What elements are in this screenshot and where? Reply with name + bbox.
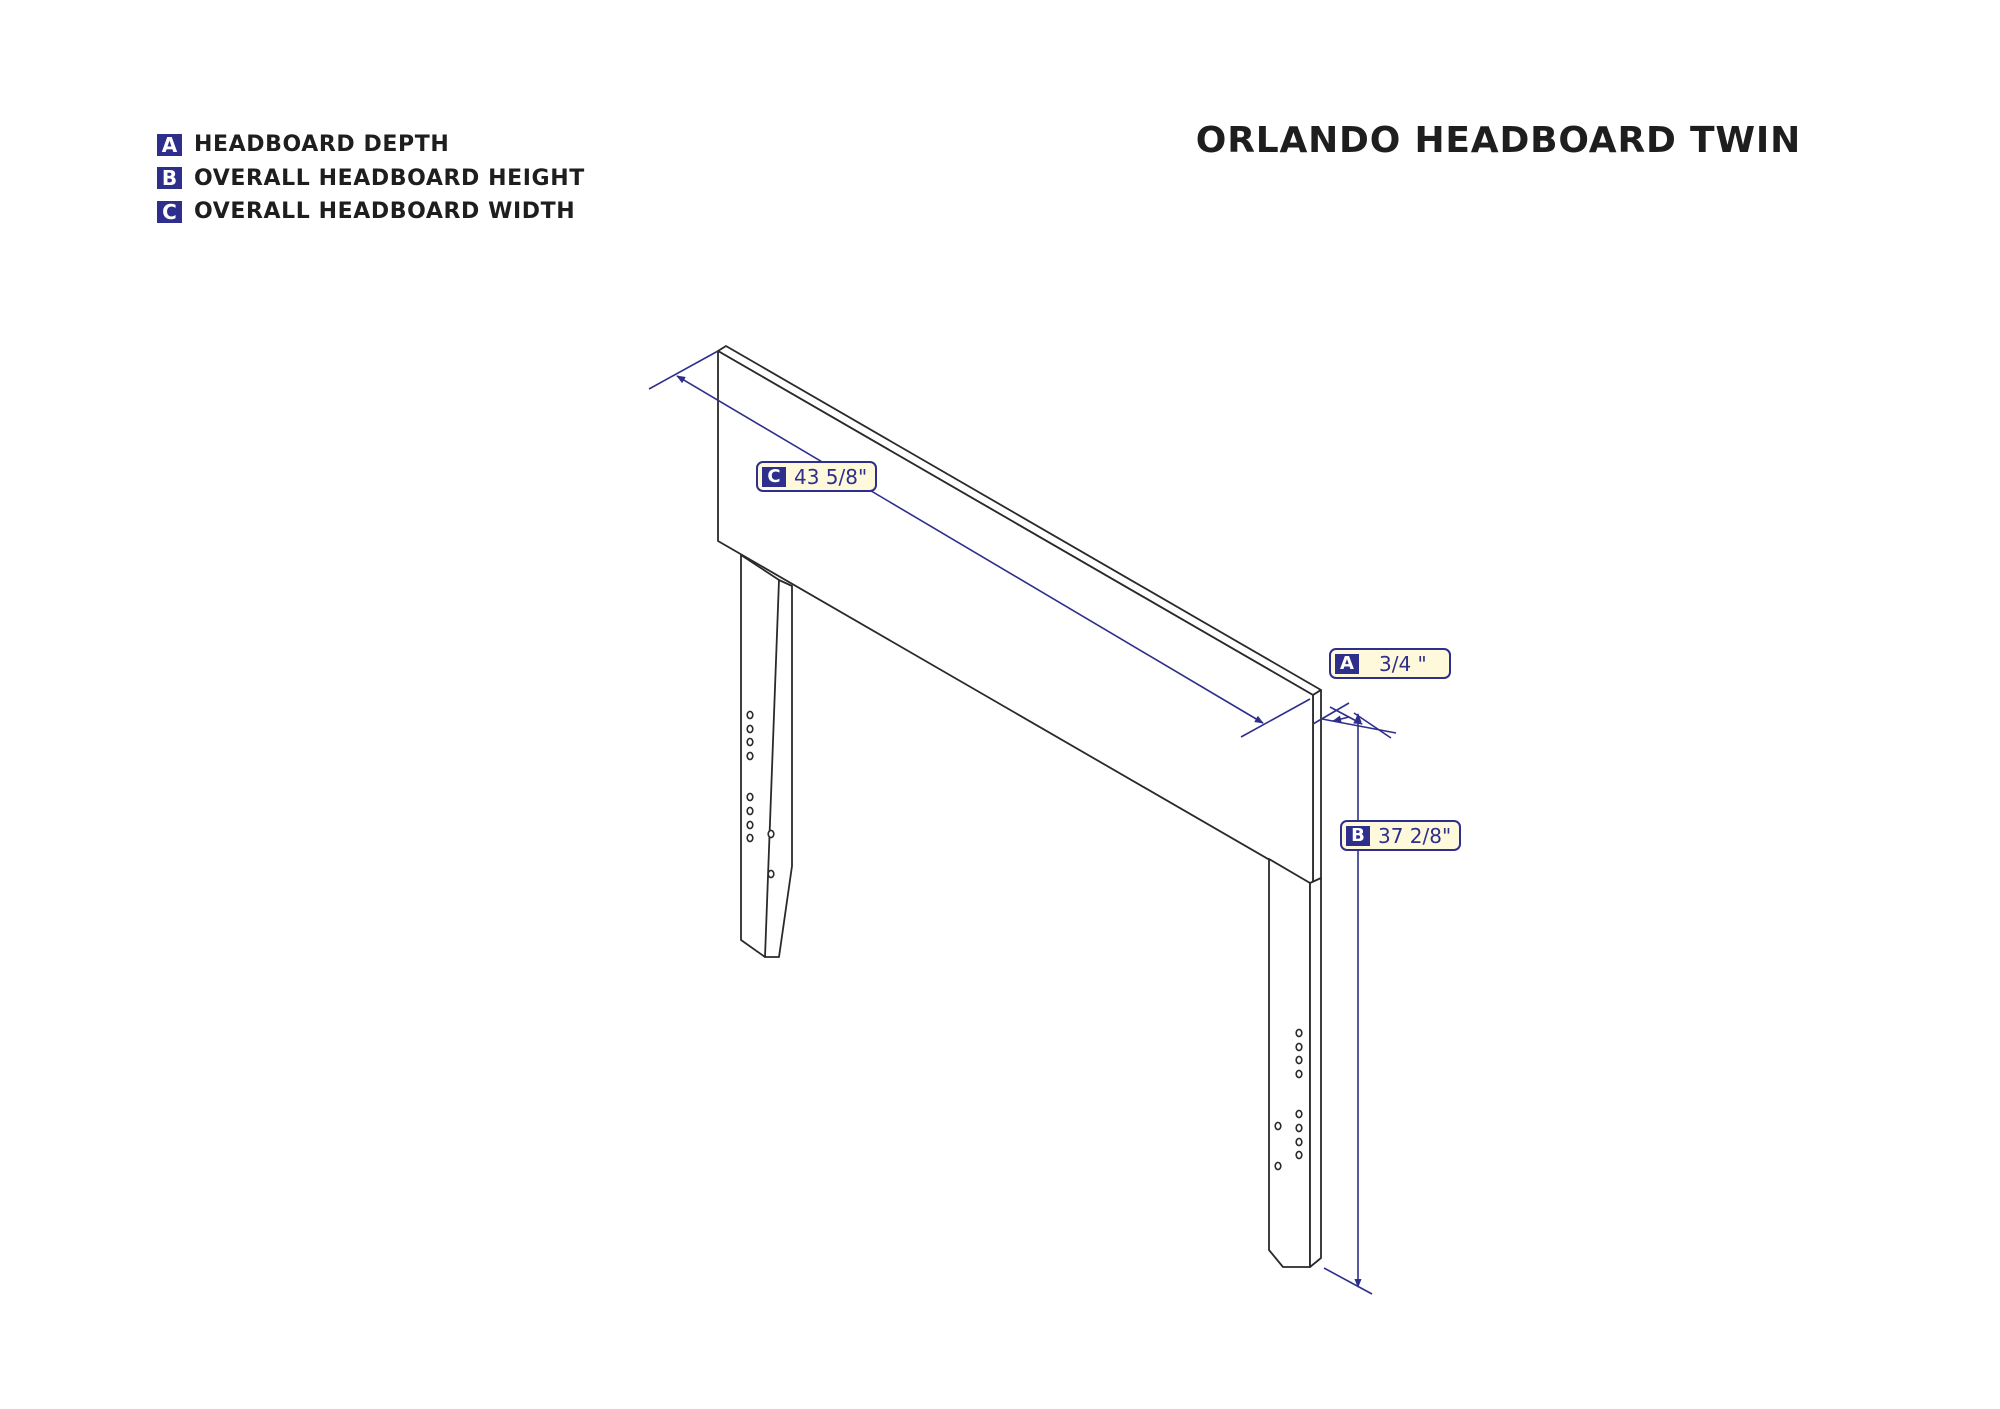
dimension-legend: A HEADBOARD DEPTH B OVERALL HEADBOARD HE… xyxy=(157,128,585,229)
extension-line xyxy=(1312,702,1350,725)
peg-hole xyxy=(1274,1121,1282,1131)
width-value: 43 5/8" xyxy=(794,464,868,489)
extension-line xyxy=(1323,1267,1373,1295)
peg-hole xyxy=(1295,1137,1303,1147)
legend-label: OVERALL HEADBOARD HEIGHT xyxy=(194,165,585,191)
legend-item-depth: A HEADBOARD DEPTH xyxy=(157,128,585,162)
peg-hole xyxy=(1295,1150,1303,1160)
height-callout: B 37 2/8" xyxy=(1340,820,1462,851)
peg-hole xyxy=(746,833,754,843)
extension-line xyxy=(1240,698,1311,738)
peg-hole xyxy=(1295,1109,1303,1119)
right-leg-holes xyxy=(1274,1028,1303,1171)
right-leg-front xyxy=(1268,858,1311,1268)
peg-hole xyxy=(767,869,775,879)
legend-item-height: B OVERALL HEADBOARD HEIGHT xyxy=(157,162,585,196)
legend-item-width: C OVERALL HEADBOARD WIDTH xyxy=(157,195,585,229)
depth-value: 3/4 " xyxy=(1379,651,1427,676)
left-leg-holes xyxy=(746,710,775,879)
headboard-panel-front xyxy=(717,350,1314,886)
diagram-title: ORLANDO HEADBOARD TWIN xyxy=(1195,120,1801,161)
dimension-line xyxy=(676,375,1264,724)
peg-hole xyxy=(746,806,754,816)
legend-letter-badge: C xyxy=(157,200,182,223)
callout-letter-badge: A xyxy=(1335,653,1359,674)
peg-hole xyxy=(746,724,754,734)
width-dimension xyxy=(648,350,1311,738)
legend-letter-badge: B xyxy=(157,167,182,190)
legend-letter-badge: A xyxy=(157,133,182,156)
peg-hole xyxy=(746,792,754,802)
right-leg-side xyxy=(1309,877,1322,1268)
peg-hole xyxy=(767,829,775,839)
peg-hole xyxy=(1295,1042,1303,1052)
depth-dimension xyxy=(1312,702,1397,734)
legend-label: OVERALL HEADBOARD WIDTH xyxy=(194,199,576,225)
peg-hole xyxy=(746,820,754,830)
peg-hole xyxy=(746,710,754,720)
width-callout: C 43 5/8" xyxy=(756,461,878,492)
height-value: 37 2/8" xyxy=(1378,823,1452,848)
depth-callout: A 3/4 " xyxy=(1329,648,1451,679)
peg-hole xyxy=(1274,1161,1282,1171)
peg-hole xyxy=(746,737,754,747)
dimension-arrow xyxy=(1332,715,1350,723)
peg-hole xyxy=(1295,1069,1303,1079)
height-dimension xyxy=(1323,712,1392,1295)
peg-hole xyxy=(1295,1123,1303,1133)
extension-line xyxy=(648,350,719,390)
peg-hole xyxy=(1295,1055,1303,1065)
callout-letter-badge: C xyxy=(762,466,786,487)
legend-label: HEADBOARD DEPTH xyxy=(194,132,450,158)
callout-letter-badge: B xyxy=(1346,825,1370,846)
peg-hole xyxy=(746,751,754,761)
peg-hole xyxy=(1295,1028,1303,1038)
